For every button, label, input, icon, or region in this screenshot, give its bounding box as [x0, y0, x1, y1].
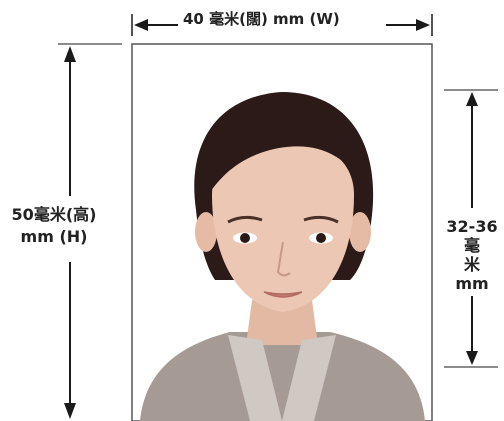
right-pupil [316, 233, 326, 243]
width-label: 40 毫米(闊) mm (W) [180, 12, 343, 27]
head-label-line3: 米 [463, 255, 480, 274]
right-eyebrow [303, 215, 339, 224]
hair-bangs [204, 108, 365, 200]
head-label-line2: 毫 [463, 236, 480, 255]
height-arrow [58, 43, 122, 419]
left-ear [195, 212, 217, 252]
jacket [140, 332, 425, 421]
collar-left [228, 335, 282, 421]
head-label-line1: 32-36 [446, 217, 498, 236]
left-pupil [240, 233, 250, 243]
nose [276, 241, 291, 277]
left-eyebrow [227, 215, 263, 224]
height-label-line1: 50毫米(高) [11, 205, 97, 224]
head-height-arrow [444, 89, 498, 368]
head-label-line4: mm [455, 274, 489, 293]
mouth [263, 291, 303, 298]
width-arrow [131, 14, 433, 36]
neck [246, 300, 318, 345]
collar-right [282, 335, 336, 421]
height-label-line2: mm (H) [20, 227, 88, 246]
right-ear [349, 212, 371, 252]
portrait-illustration [140, 92, 425, 421]
head-height-label: 32-36 毫 米 mm [440, 219, 504, 295]
face [212, 140, 354, 312]
height-label: 50毫米(高) mm (H) [2, 207, 106, 251]
